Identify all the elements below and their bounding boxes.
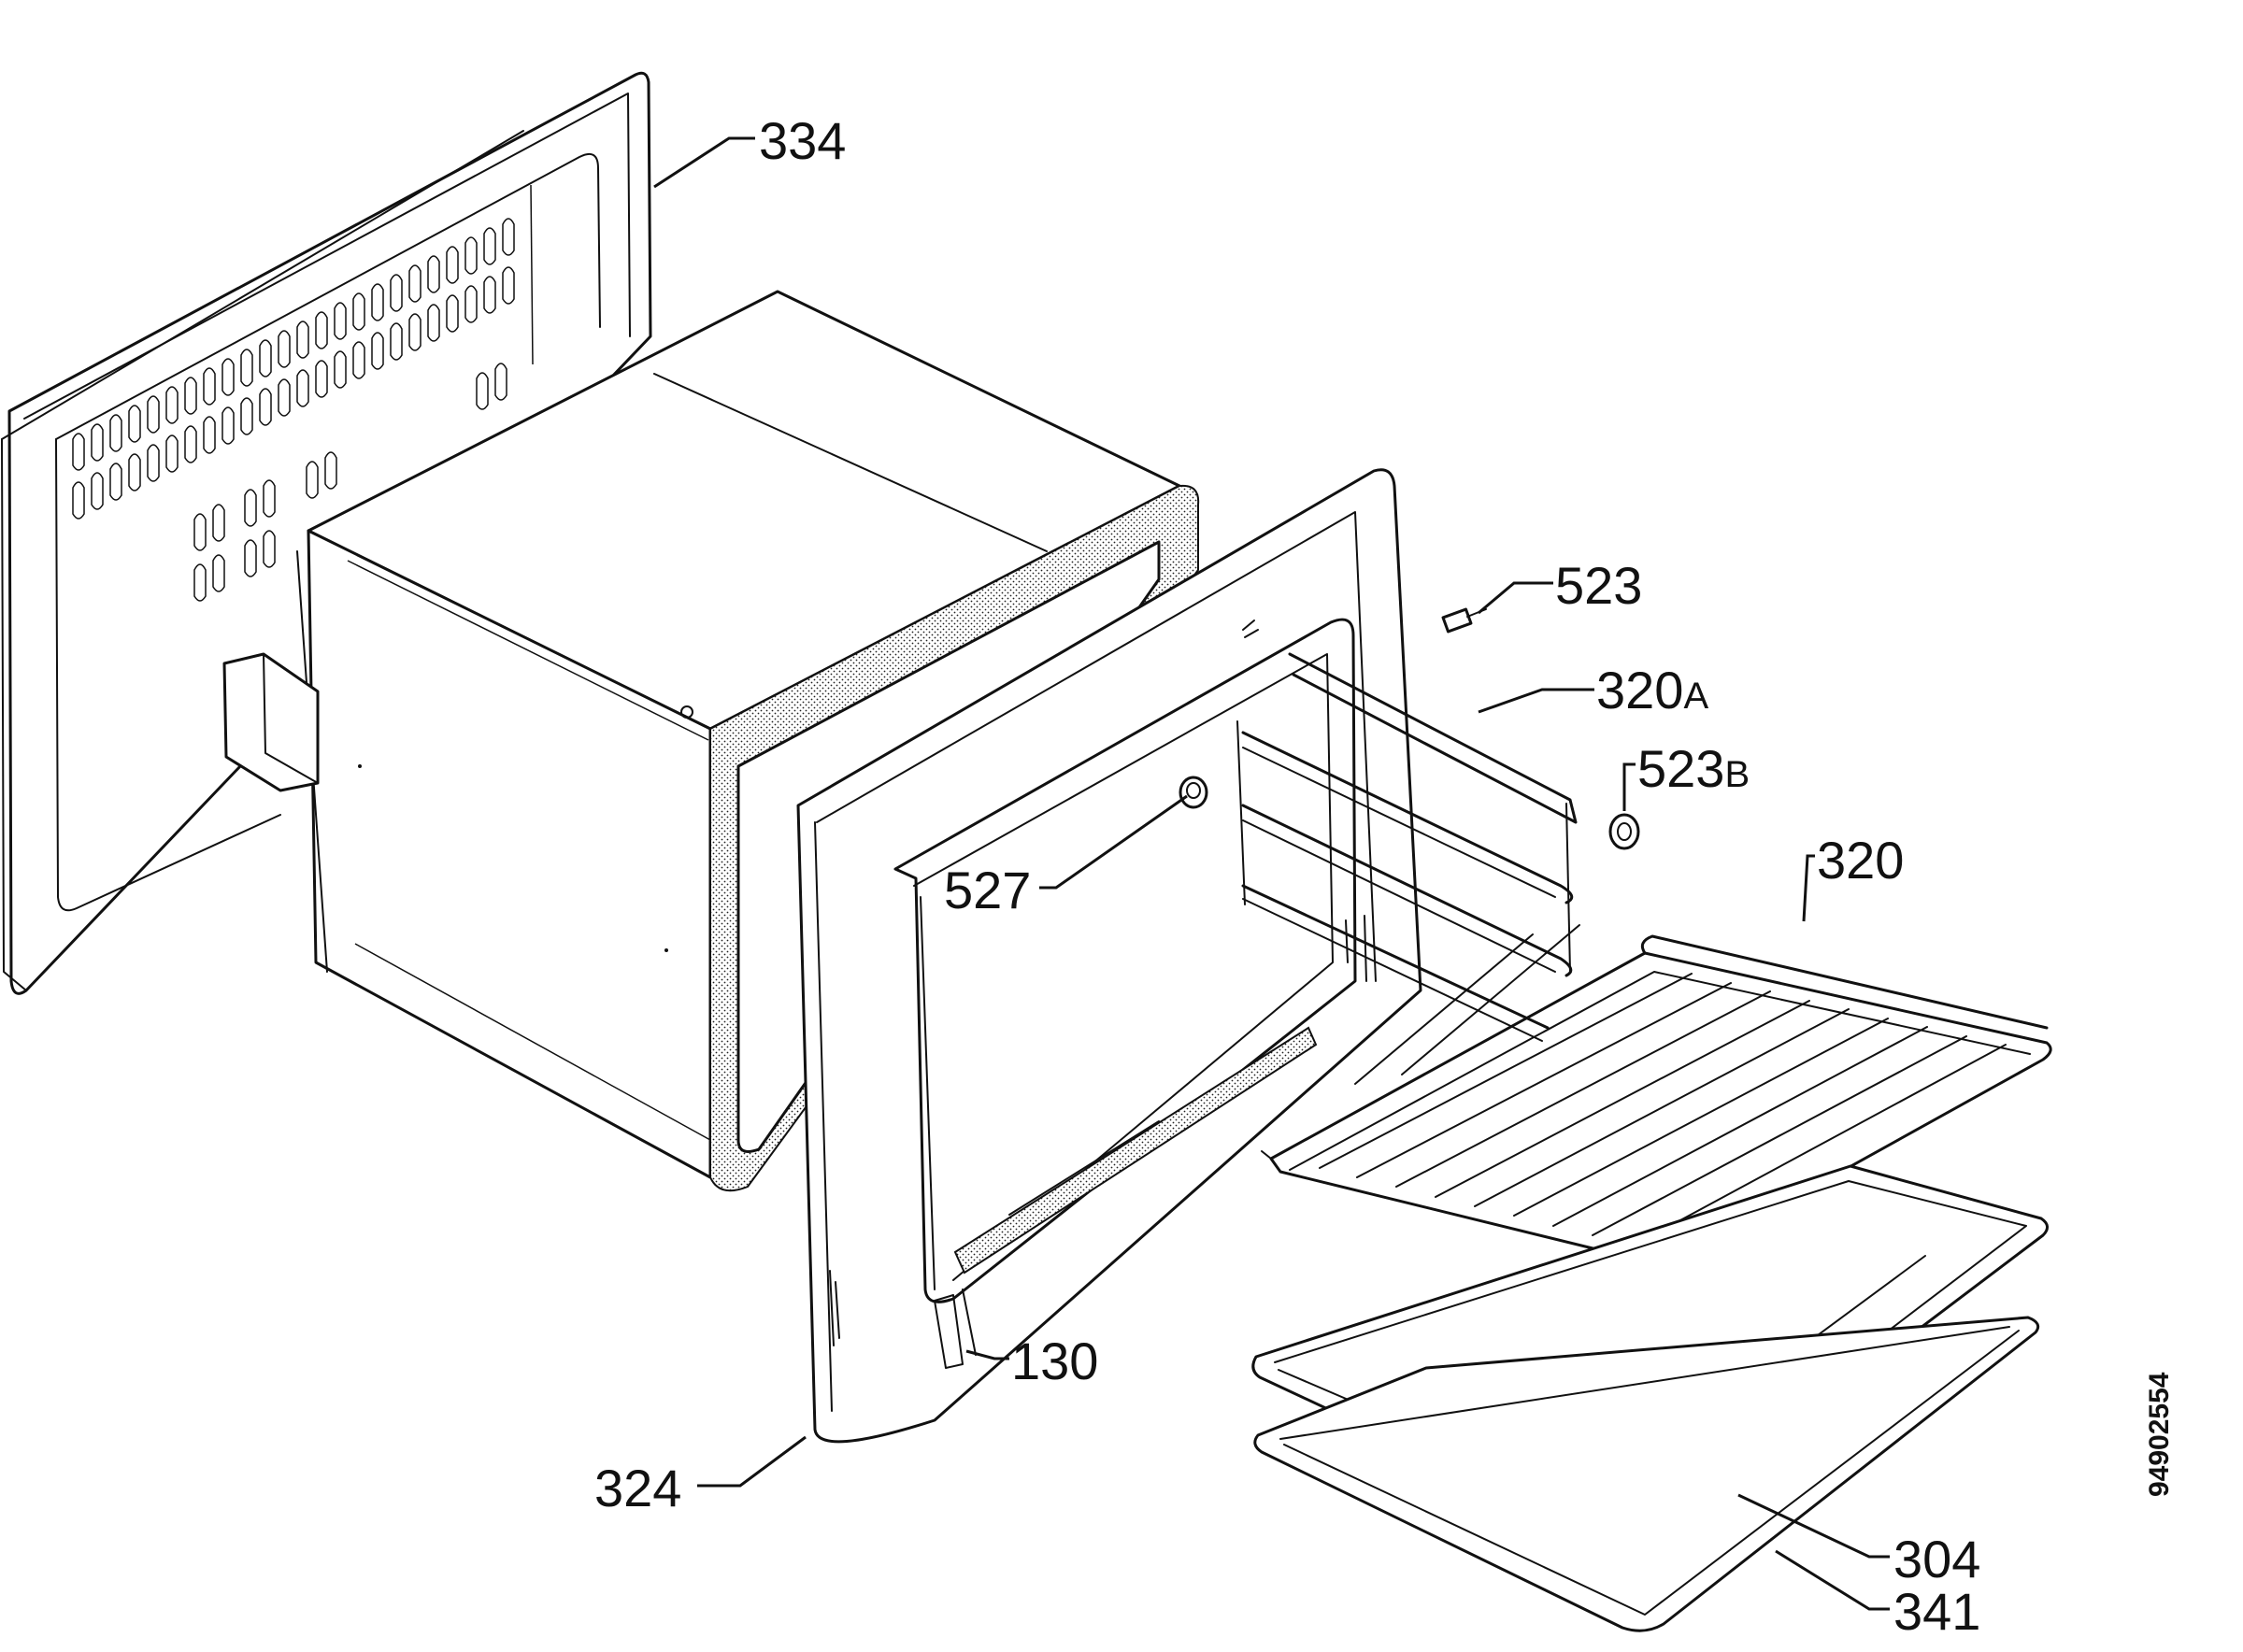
callout-320: 320 xyxy=(1817,831,1904,890)
vent-slots xyxy=(72,218,515,602)
seal-strip-130 xyxy=(934,1289,977,1369)
callout-labels: 334 523 320A 523B 320 527 130 324 304 34… xyxy=(594,111,1980,1641)
shelf-rails-320a xyxy=(1236,652,1578,1042)
callout-341: 341 xyxy=(1893,1582,1980,1641)
leader-lines xyxy=(653,136,1890,1611)
callout-324: 324 xyxy=(594,1459,681,1517)
callout-523: 523 xyxy=(1555,556,1642,615)
lamp-527 xyxy=(1179,776,1208,809)
callout-523b: 523B xyxy=(1637,739,1750,798)
wire-shelf-320 xyxy=(1261,924,2052,1269)
document-id: 94902554 xyxy=(2144,1372,2175,1497)
callout-130: 130 xyxy=(1011,1332,1098,1390)
callout-527: 527 xyxy=(944,861,1031,919)
grill-pan-341 xyxy=(1253,1316,2040,1632)
callout-320a: 320A xyxy=(1596,661,1708,719)
callout-334: 334 xyxy=(759,111,846,170)
callout-304: 304 xyxy=(1893,1530,1980,1588)
bulb-holder-523b xyxy=(1608,813,1640,850)
